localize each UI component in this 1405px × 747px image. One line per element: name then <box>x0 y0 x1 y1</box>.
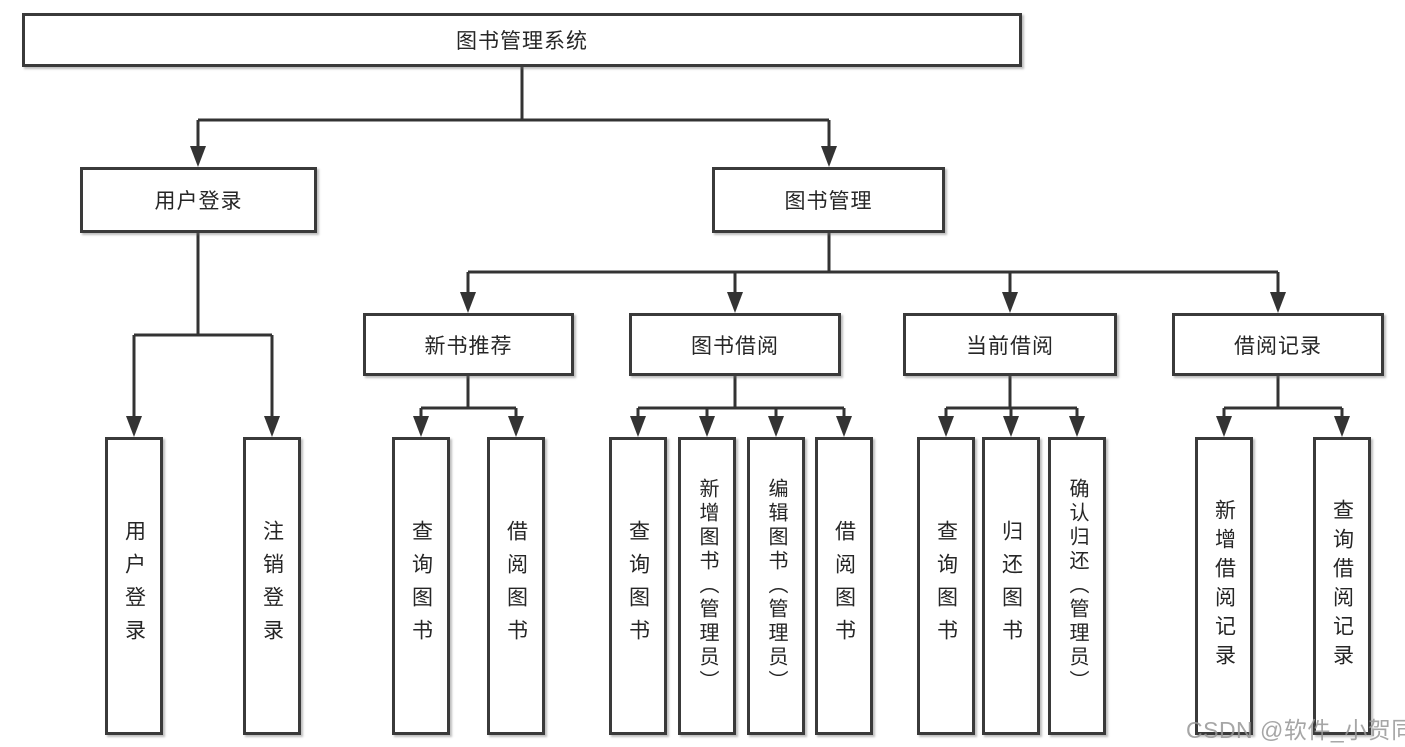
node-user-login: 用户登录 <box>80 167 317 233</box>
leaf-query-borrow-record: 查询借阅记录 <box>1313 437 1371 735</box>
leaf-edit-books-admin-label: 编辑图书（管理员） <box>765 478 787 694</box>
leaf-logout: 注销登录 <box>243 437 301 735</box>
leaf-query-books-recommend-label: 查询图书 <box>409 520 433 652</box>
leaf-user-login-label: 用户登录 <box>122 520 146 652</box>
node-book-management: 图书管理 <box>712 167 945 233</box>
leaf-add-borrow-record: 新增借阅记录 <box>1195 437 1253 735</box>
leaf-edit-books-admin: 编辑图书（管理员） <box>747 437 805 735</box>
node-book-borrowing-label: 图书借阅 <box>691 334 779 358</box>
leaf-return-books: 归还图书 <box>982 437 1040 735</box>
leaf-query-books-current: 查询图书 <box>917 437 975 735</box>
leaf-query-books-recommend: 查询图书 <box>392 437 450 735</box>
leaf-add-borrow-record-label: 新增借阅记录 <box>1212 499 1236 673</box>
node-new-book-recommendation: 新书推荐 <box>363 313 574 376</box>
leaf-user-login: 用户登录 <box>105 437 163 735</box>
node-borrowing-records: 借阅记录 <box>1172 313 1384 376</box>
node-root-label: 图书管理系统 <box>456 30 588 53</box>
leaf-query-books-borrowing: 查询图书 <box>609 437 667 735</box>
leaf-return-books-label: 归还图书 <box>999 520 1023 652</box>
node-borrowing-records-label: 借阅记录 <box>1234 334 1322 358</box>
node-current-borrowing: 当前借阅 <box>903 313 1117 376</box>
leaf-query-borrow-record-label: 查询借阅记录 <box>1330 499 1354 673</box>
watermark-text: CSDN @软件_小贺同学 <box>1186 717 1405 743</box>
leaf-query-books-current-label: 查询图书 <box>934 520 958 652</box>
node-book-management-label: 图书管理 <box>784 190 873 213</box>
node-new-book-recommendation-label: 新书推荐 <box>424 334 513 358</box>
leaf-borrow-books: 借阅图书 <box>815 437 873 735</box>
node-root: 图书管理系统 <box>22 13 1022 67</box>
node-book-borrowing: 图书借阅 <box>629 313 841 376</box>
leaf-query-books-borrowing-label: 查询图书 <box>626 520 650 652</box>
leaf-confirm-return-admin-label: 确认归还（管理员） <box>1066 478 1088 694</box>
arrowhead-icons <box>126 146 1350 437</box>
leaf-confirm-return-admin: 确认归还（管理员） <box>1048 437 1106 735</box>
leaf-borrow-books-recommend-label: 借阅图书 <box>504 520 528 652</box>
leaf-add-books-admin-label: 新增图书（管理员） <box>696 478 718 694</box>
leaf-borrow-books-label: 借阅图书 <box>832 520 856 652</box>
node-current-borrowing-label: 当前借阅 <box>966 334 1054 358</box>
node-user-login-label: 用户登录 <box>154 190 243 213</box>
leaf-logout-label: 注销登录 <box>260 520 284 652</box>
leaf-add-books-admin: 新增图书（管理员） <box>678 437 736 735</box>
leaf-borrow-books-recommend: 借阅图书 <box>487 437 545 735</box>
